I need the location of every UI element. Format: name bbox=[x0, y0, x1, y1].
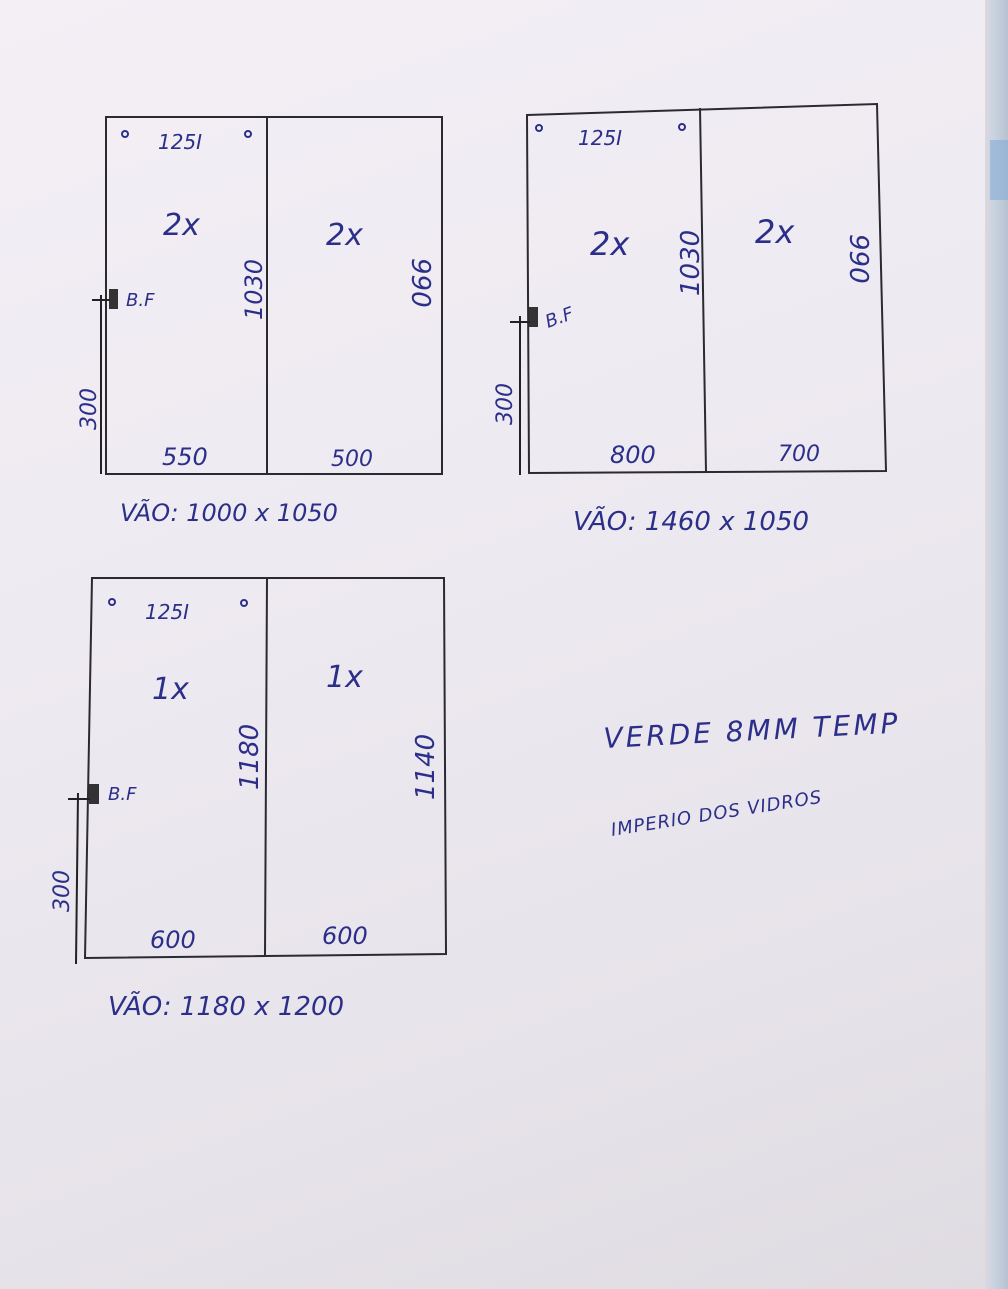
drawing-2-handle-label: B.F bbox=[543, 303, 577, 333]
drawing-2-right-qty: 2x bbox=[755, 213, 795, 251]
drawing-3-right-width: 600 bbox=[322, 922, 368, 950]
notes: VERDE 8MM TEMP IMPERIO DOS VIDROS bbox=[603, 706, 902, 840]
drawing-1-left-qty: 2x bbox=[163, 208, 200, 243]
drawing-3: 125I 1x 1x 1180 1140 600 600 B.F 300 VÃO… bbox=[50, 577, 448, 1022]
drawing-2-hole-left-icon bbox=[535, 124, 543, 132]
drawing-1-opening: VÃO: 1000 x 1050 bbox=[120, 497, 338, 527]
drawing-3-height-line bbox=[75, 792, 79, 965]
drawing-3-handle-height: 300 bbox=[50, 870, 75, 912]
drawing-1-right-width: 500 bbox=[331, 447, 373, 472]
drawing-1: 125I 2x 2x 1030 990 550 500 B.F 300 VÃO:… bbox=[77, 116, 443, 527]
drawing-1-right-qty: 2x bbox=[326, 218, 363, 253]
drawing-3-right-qty: 1x bbox=[326, 660, 363, 695]
drawing-3-left-height: 1180 bbox=[235, 724, 265, 790]
drawing-3-opening: VÃO: 1180 x 1200 bbox=[108, 990, 344, 1022]
drawing-1-right-height: 990 bbox=[405, 258, 435, 308]
drawing-2-handle-height: 300 bbox=[493, 383, 518, 425]
drawing-3-frame bbox=[83, 577, 448, 960]
drawing-1-left-height: 1030 bbox=[240, 259, 268, 320]
drawing-2-hole-right-icon bbox=[678, 123, 686, 131]
drawing-3-hole-left-icon bbox=[108, 598, 116, 606]
drawing-2-handle-icon bbox=[529, 307, 538, 327]
drawing-2-left-height: 1030 bbox=[676, 230, 706, 296]
drawing-2: 125I 2x 2x 1030 990 800 700 B.F 300 VÃO:… bbox=[493, 102, 888, 537]
drawing-3-left-width: 600 bbox=[150, 926, 196, 954]
supplier-note: IMPERIO DOS VIDROS bbox=[609, 787, 823, 841]
drawing-3-right-height: 1140 bbox=[411, 734, 441, 800]
paper-edge-background bbox=[985, 0, 1008, 1289]
drawing-1-hole-right-icon bbox=[244, 130, 252, 138]
drawing-2-left-width: 800 bbox=[610, 441, 656, 469]
drawing-2-frame bbox=[525, 102, 888, 475]
drawing-3-hole-right-icon bbox=[240, 599, 248, 607]
drawing-2-opening: VÃO: 1460 x 1050 bbox=[573, 505, 809, 537]
glass-spec-note: VERDE 8MM TEMP bbox=[603, 706, 902, 755]
drawing-3-handle-label: B.F bbox=[108, 784, 137, 805]
drawing-3-left-qty: 1x bbox=[152, 672, 189, 707]
drawing-1-handle-height: 300 bbox=[77, 388, 102, 430]
background-object bbox=[990, 140, 1008, 200]
drawing-2-hole-code: 125I bbox=[578, 126, 622, 150]
drawing-1-handle-icon bbox=[109, 289, 118, 309]
drawing-2-divider bbox=[699, 107, 707, 473]
drawing-3-divider bbox=[264, 577, 268, 957]
drawing-2-right-width: 700 bbox=[778, 442, 820, 467]
drawing-1-handle-label: B.F bbox=[126, 290, 155, 311]
drawing-3-hole-code: 125I bbox=[145, 600, 189, 624]
drawing-2-left-qty: 2x bbox=[590, 225, 630, 263]
drawing-1-frame bbox=[105, 116, 443, 475]
drawing-2-right-height: 990 bbox=[843, 234, 873, 284]
drawing-1-hole-code: 125I bbox=[158, 130, 202, 154]
drawing-1-hole-left-icon bbox=[121, 130, 129, 138]
drawing-1-left-width: 550 bbox=[162, 443, 208, 471]
drawing-3-handle-icon bbox=[89, 784, 99, 804]
